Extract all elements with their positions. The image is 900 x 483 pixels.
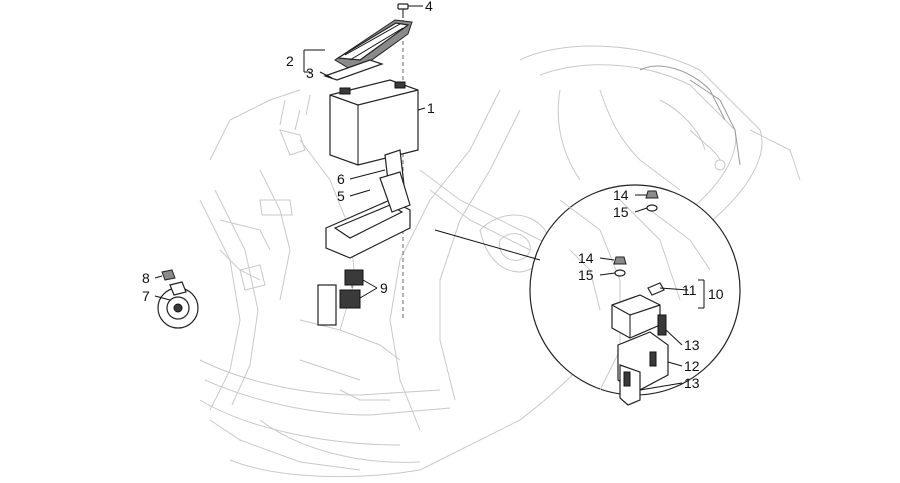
callout-1: 1: [427, 100, 435, 116]
callout-5: 5: [337, 188, 345, 204]
fuse-box-part-10: [611, 282, 667, 339]
horn-part-7: [157, 281, 199, 329]
callout-8: 8: [142, 270, 150, 286]
relays-part-9: [317, 269, 364, 326]
battery-tray-part-5: [325, 171, 411, 259]
callout-11: 11: [682, 282, 697, 298]
callout-14-lower: 14: [578, 250, 594, 266]
leader-lines: [154, 5, 705, 391]
callout-10: 10: [708, 286, 724, 302]
callout-7: 7: [142, 288, 150, 304]
callout-3: 3: [306, 65, 314, 81]
battery-strap-part-2: [334, 19, 413, 73]
battery-pad-part-3: [323, 59, 384, 81]
callout-9: 9: [380, 280, 388, 296]
callout-15-upper: 15: [613, 204, 629, 220]
detail-view-circle: [434, 184, 741, 396]
callout-6: 6: [337, 171, 345, 187]
callout-14-upper: 14: [613, 187, 629, 203]
callout-13-lower: 13: [684, 375, 700, 391]
callout-4: 4: [425, 0, 433, 14]
nut-part-8: [161, 269, 176, 281]
callout-15-lower: 15: [578, 267, 594, 283]
callout-13-upper: 13: [684, 337, 700, 353]
callout-2: 2: [286, 53, 294, 69]
screw-part-4: [397, 3, 409, 18]
scooter-frame-outline: [199, 45, 801, 478]
callout-12: 12: [684, 358, 700, 374]
fuse-bracket-part-12: [617, 331, 669, 406]
battery-part-1: [329, 79, 419, 166]
